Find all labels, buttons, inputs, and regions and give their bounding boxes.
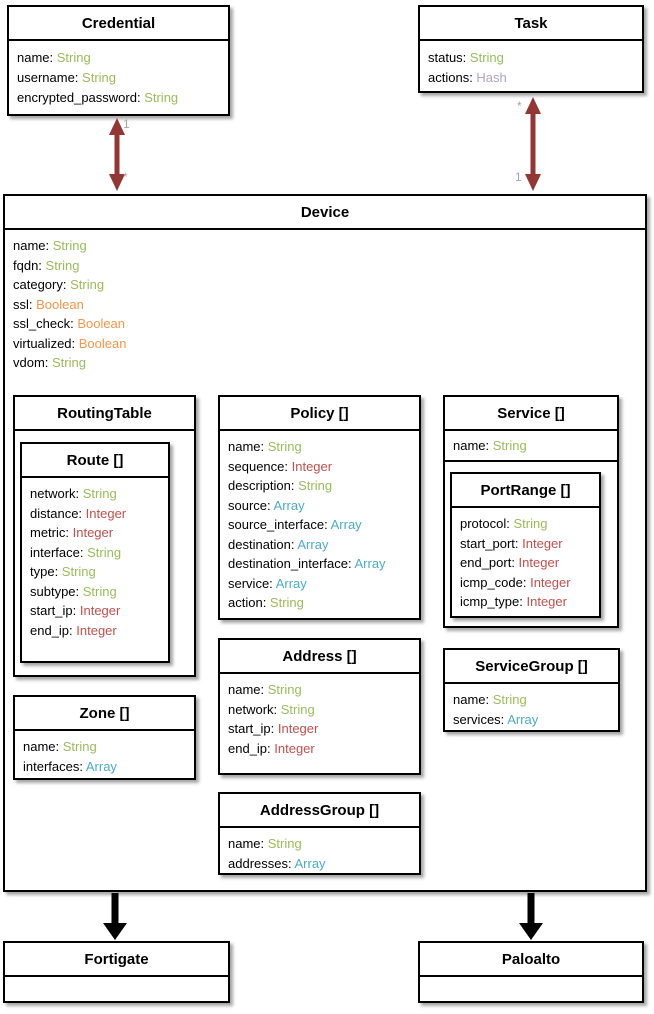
attribute-start_ip: start_ip: Integer xyxy=(228,721,319,736)
attribute-name: name: String xyxy=(228,439,302,454)
attribute-name: name: String xyxy=(17,50,91,65)
class-title-zone: Zone [] xyxy=(15,697,194,731)
attribute-subtype: subtype: String xyxy=(30,583,117,599)
attribute-protocol: protocol: String xyxy=(460,516,548,531)
class-title-device: Device xyxy=(5,196,645,230)
attribute-sequence: sequence: Integer xyxy=(228,458,333,474)
class-attributes-paloalto xyxy=(420,977,642,989)
class-attributes-port-range: protocol: String start_port: Integer end_p… xyxy=(452,508,599,618)
attribute-name: name: String xyxy=(23,739,97,754)
attribute-destination: destination: Array xyxy=(228,536,329,552)
attribute-interfaces: interfaces: Array xyxy=(23,758,117,774)
class-attributes-zone: name: String interfaces: Array xyxy=(15,731,194,782)
attribute-end_port: end_port: Integer xyxy=(460,555,560,570)
class-box-route: Route [] network: String distance: Intege… xyxy=(20,442,170,663)
attribute-destination_interface: destination_interface: Array xyxy=(228,556,386,571)
class-attributes-route: network: String distance: Integer metric: … xyxy=(22,478,168,646)
class-title-route: Route [] xyxy=(22,444,168,478)
attribute-description: description: String xyxy=(228,478,333,493)
inheritance-arrow-device-paloalto xyxy=(519,893,543,940)
attribute-name: name: String xyxy=(453,438,527,453)
attribute-virtualized: virtualized: Boolean xyxy=(13,335,127,351)
class-attributes-fortigate xyxy=(5,977,228,989)
attribute-action: action: String xyxy=(228,595,304,610)
class-attributes-device: name: String fqdn: String category: String… xyxy=(5,230,645,379)
class-attributes-service: name: String xyxy=(445,431,617,462)
class-title-fortigate: Fortigate xyxy=(5,943,228,977)
class-attributes-task: status: String actions: Hash xyxy=(420,41,642,94)
attribute-type: type: String xyxy=(30,564,96,579)
class-title-credential: Credential xyxy=(9,7,228,41)
class-attributes-policy: name: String sequence: Integer description… xyxy=(220,431,419,619)
class-box-credential: Credential name: String username: String e… xyxy=(7,5,230,116)
class-box-task: Task status: String actions: Hash xyxy=(418,5,644,93)
attribute-status: status: String xyxy=(428,50,504,65)
attribute-actions: actions: Hash xyxy=(428,70,507,85)
inheritance-arrow-device-fortigate xyxy=(103,893,127,940)
attribute-icmp_type: icmp_type: Integer xyxy=(460,594,567,609)
class-title-task: Task xyxy=(420,7,642,41)
attribute-service: service: Array xyxy=(228,575,307,591)
association-arrow-task-device xyxy=(525,97,541,191)
attribute-name: name: String xyxy=(228,836,302,851)
attribute-category: category: String xyxy=(13,277,105,292)
class-box-paloalto: Paloalto xyxy=(418,941,644,1003)
attribute-source: source: Array xyxy=(228,497,305,513)
attribute-network: network: String xyxy=(30,486,117,501)
attribute-network: network: String xyxy=(228,701,315,717)
attribute-addresses: addresses: Array xyxy=(228,855,326,871)
class-title-service: Service [] xyxy=(445,397,617,431)
class-attributes-address: name: String network: String start_ip: Int… xyxy=(220,674,419,764)
attribute-vdom: vdom: String xyxy=(13,355,86,370)
attribute-username: username: String xyxy=(17,70,117,85)
attribute-metric: metric: Integer xyxy=(30,525,114,540)
attribute-ssl: ssl: Boolean xyxy=(13,296,84,312)
attribute-name: name: String xyxy=(13,238,87,253)
attribute-name: name: String xyxy=(228,682,302,697)
attribute-interface: interface: String xyxy=(30,544,122,560)
class-box-zone: Zone [] name: String interfaces: Array xyxy=(13,695,196,780)
class-box-fortigate: Fortigate xyxy=(3,941,230,1003)
attribute-start_ip: start_ip: Integer xyxy=(30,603,121,618)
class-title-service-group: ServiceGroup [] xyxy=(445,650,618,684)
class-title-paloalto: Paloalto xyxy=(420,943,642,977)
attribute-icmp_code: icmp_code: Integer xyxy=(460,574,571,590)
class-title-address: Address [] xyxy=(220,640,419,674)
multiplicity-task-bottom: 1 xyxy=(515,170,522,184)
attribute-end_ip: end_ip: Integer xyxy=(228,740,315,756)
attribute-start_port: start_port: Integer xyxy=(460,535,563,551)
class-box-address-group: AddressGroup [] name: String addresses: A… xyxy=(218,792,421,875)
multiplicity-credential-top: 1 xyxy=(123,117,130,131)
multiplicity-task-top: * xyxy=(517,99,522,113)
attribute-fqdn: fqdn: String xyxy=(13,257,80,273)
class-attributes-service-group: name: String services: Array xyxy=(445,684,618,735)
class-box-service-group: ServiceGroup [] name: String services: Ar… xyxy=(443,648,620,732)
class-title-policy: Policy [] xyxy=(220,397,419,431)
attribute-services: services: Array xyxy=(453,711,539,727)
attribute-encrypted_password: encrypted_password: String xyxy=(17,90,179,105)
attribute-name: name: String xyxy=(453,692,527,707)
class-attributes-credential: name: String username: String encrypted_pa… xyxy=(9,41,228,114)
attribute-end_ip: end_ip: Integer xyxy=(30,622,117,638)
class-box-policy: Policy [] name: String sequence: Integer d… xyxy=(218,395,421,620)
attribute-source_interface: source_interface: Array xyxy=(228,517,362,532)
class-title-port-range: PortRange [] xyxy=(452,474,599,508)
class-attributes-address-group: name: String addresses: Array xyxy=(220,828,419,879)
attribute-ssl_check: ssl_check: Boolean xyxy=(13,316,126,331)
class-box-address: Address [] name: String network: String st… xyxy=(218,638,421,775)
attribute-distance: distance: Integer xyxy=(30,505,127,521)
class-title-routing-table: RoutingTable xyxy=(15,397,194,431)
class-title-address-group: AddressGroup [] xyxy=(220,794,419,828)
class-box-port-range: PortRange [] protocol: String start_port:… xyxy=(450,472,601,618)
multiplicity-credential-bottom: * xyxy=(123,170,128,184)
